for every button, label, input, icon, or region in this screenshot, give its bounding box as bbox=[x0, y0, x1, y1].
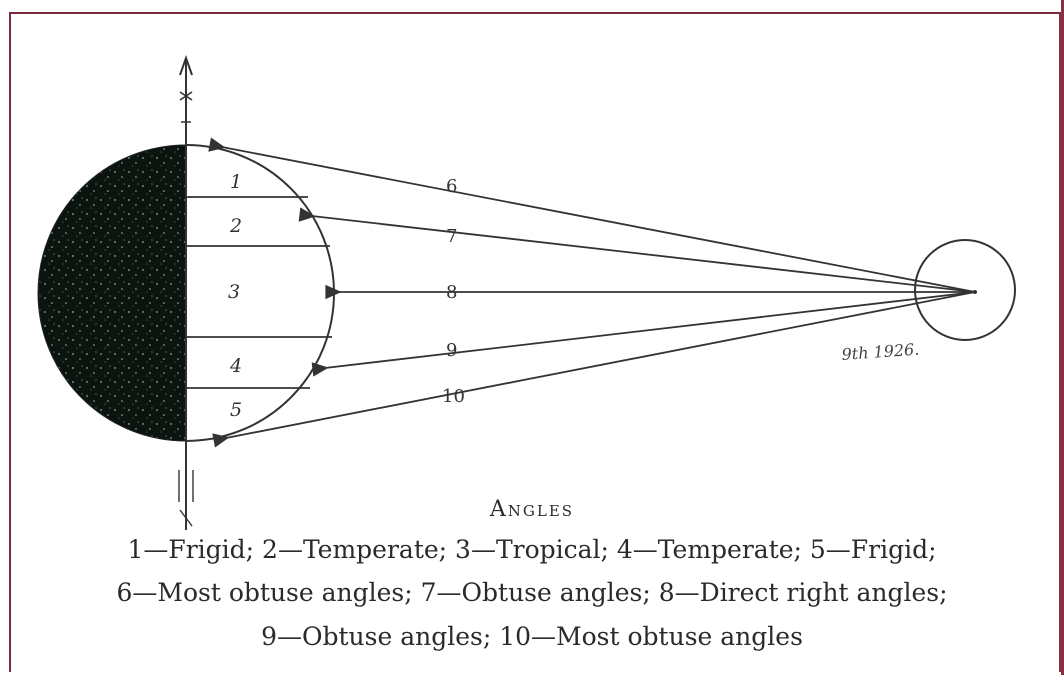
axis-arrow-icon bbox=[179, 54, 193, 76]
zone-label-2: 2 bbox=[229, 215, 242, 237]
zone-label-1: 1 bbox=[230, 171, 242, 193]
axis-south-mark bbox=[178, 470, 194, 527]
caption-title: Angles bbox=[489, 497, 575, 522]
ray-7 bbox=[298, 207, 976, 293]
sun bbox=[914, 239, 1016, 341]
earth-day-side bbox=[185, 144, 335, 442]
zone-label-4: 4 bbox=[229, 355, 242, 377]
ray-label-8: 8 bbox=[446, 282, 457, 303]
caption-line-1: 1—Frigid; 2—Temperate; 3—Tropical; 4—Tem… bbox=[127, 535, 937, 564]
earth-night-side bbox=[37, 144, 187, 442]
signature: 9th 1926. bbox=[841, 340, 920, 364]
axis-north-mark bbox=[179, 91, 193, 123]
ray-9 bbox=[311, 291, 976, 377]
ray-label-10: 10 bbox=[442, 386, 465, 407]
caption-line-3: 9—Obtuse angles; 10—Most obtuse angles bbox=[261, 622, 803, 651]
zone-label-3: 3 bbox=[228, 281, 240, 303]
ray-label-6: 6 bbox=[446, 176, 457, 197]
frame-edge bbox=[1061, 0, 1064, 675]
ray-6 bbox=[208, 137, 976, 293]
zone-label-5: 5 bbox=[230, 399, 242, 421]
ray-10 bbox=[212, 291, 976, 448]
ray-label-9: 9 bbox=[446, 340, 457, 361]
ray-label-7: 7 bbox=[446, 226, 457, 247]
image-frame bbox=[9, 12, 1061, 672]
caption-line-2: 6—Most obtuse angles; 7—Obtuse angles; 8… bbox=[116, 578, 948, 607]
